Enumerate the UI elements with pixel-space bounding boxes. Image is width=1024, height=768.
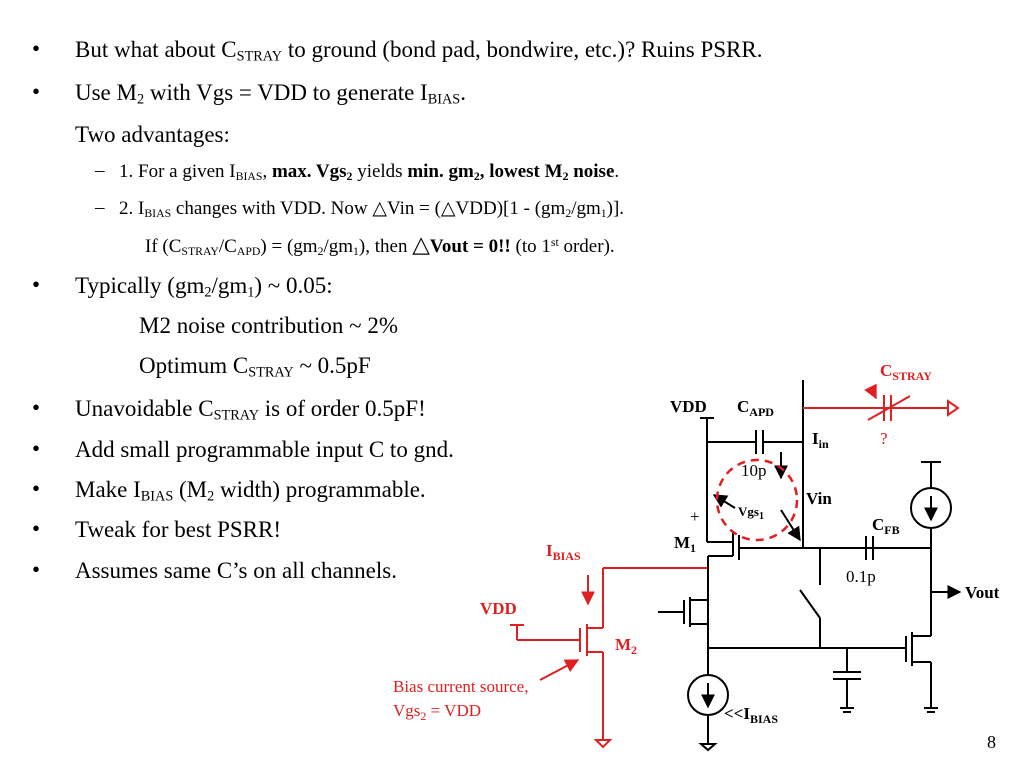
bullet-6-text: Make IBIAS (M2 width) programmable. [75,477,426,505]
sub-bullet-2-dash: – [95,197,105,218]
question-label: ? [880,429,888,448]
vin-label: Vin [806,489,832,508]
bullet-4-text: Unavoidable CSTRAY is of order 0.5pF! [75,396,426,424]
page-number: 8 [987,732,996,752]
vdd-red-label: VDD [480,599,517,618]
m2-noise-text: M2 noise contribution ~ 2% [139,313,399,338]
vgs1-dashed-circle [715,458,799,542]
sub-bullet-2-continuation: If (CSTRAY/CAPD) = (gm2/gm1), then △Vout… [145,232,615,258]
sub-bullet-2-text: 2. IBIAS changes with VDD. Now △Vin = (△… [119,198,625,220]
ll-ibias-label: <<IBIAS [724,704,778,726]
red-wires [510,395,960,749]
ibias-label: IBIAS [546,541,581,563]
cap-10p-label: 10p [741,461,767,480]
cfb-label: CFB [872,515,900,537]
bullet-1-text: But what about CSTRAY to ground (bond pa… [75,37,763,65]
bullet-2-glyph: • [32,79,41,104]
cstray-label: CSTRAY [880,361,932,383]
bias-caption-line1: Bias current source, [393,677,528,696]
sub-bullet-1-text: 1. For a given IBIAS, max. Vgs2 yields m… [119,161,620,183]
cap-01p-label: 0.1p [846,567,876,586]
bullet-8-text: Assumes same C’s on all channels. [75,558,397,583]
iin-label: Iin [812,429,829,451]
vin-arrow [780,509,801,542]
bullet-4-glyph: • [32,395,41,420]
bullet-6-glyph: • [32,476,41,501]
vout-label: Vout [965,583,1000,602]
capd-label: CAPD [737,397,774,419]
m2-label: M2 [615,635,637,657]
optimum-cstray-text: Optimum CSTRAY ~ 0.5pF [139,353,371,381]
vdd-top-label: VDD [670,397,707,416]
two-advantages-text: Two advantages: [75,122,230,147]
bullet-1-glyph: • [32,36,41,61]
bullet-5-text: Add small programmable input C to gnd. [75,437,454,462]
bullet-7-glyph: • [32,516,41,541]
bullet-7-text: Tweak for best PSRR! [75,517,282,542]
bullet-5-glyph: • [32,436,41,461]
m1-label: M1 [674,533,696,555]
bias-pointer-arrow [539,659,580,681]
plus-label: + [690,507,700,526]
bias-caption-line2: Vgs2 = VDD [393,701,481,723]
sub-bullet-1-dash: – [95,160,105,181]
bullet-8-glyph: • [32,557,41,582]
bullet-2-text: Use M2 with Vgs = VDD to generate IBIAS. [75,80,466,108]
bullet-3-glyph: • [32,272,41,297]
bullet-3-text: Typically (gm2/gm1) ~ 0.05: [75,273,333,301]
vgs1-label: Vgs1 [738,504,764,522]
